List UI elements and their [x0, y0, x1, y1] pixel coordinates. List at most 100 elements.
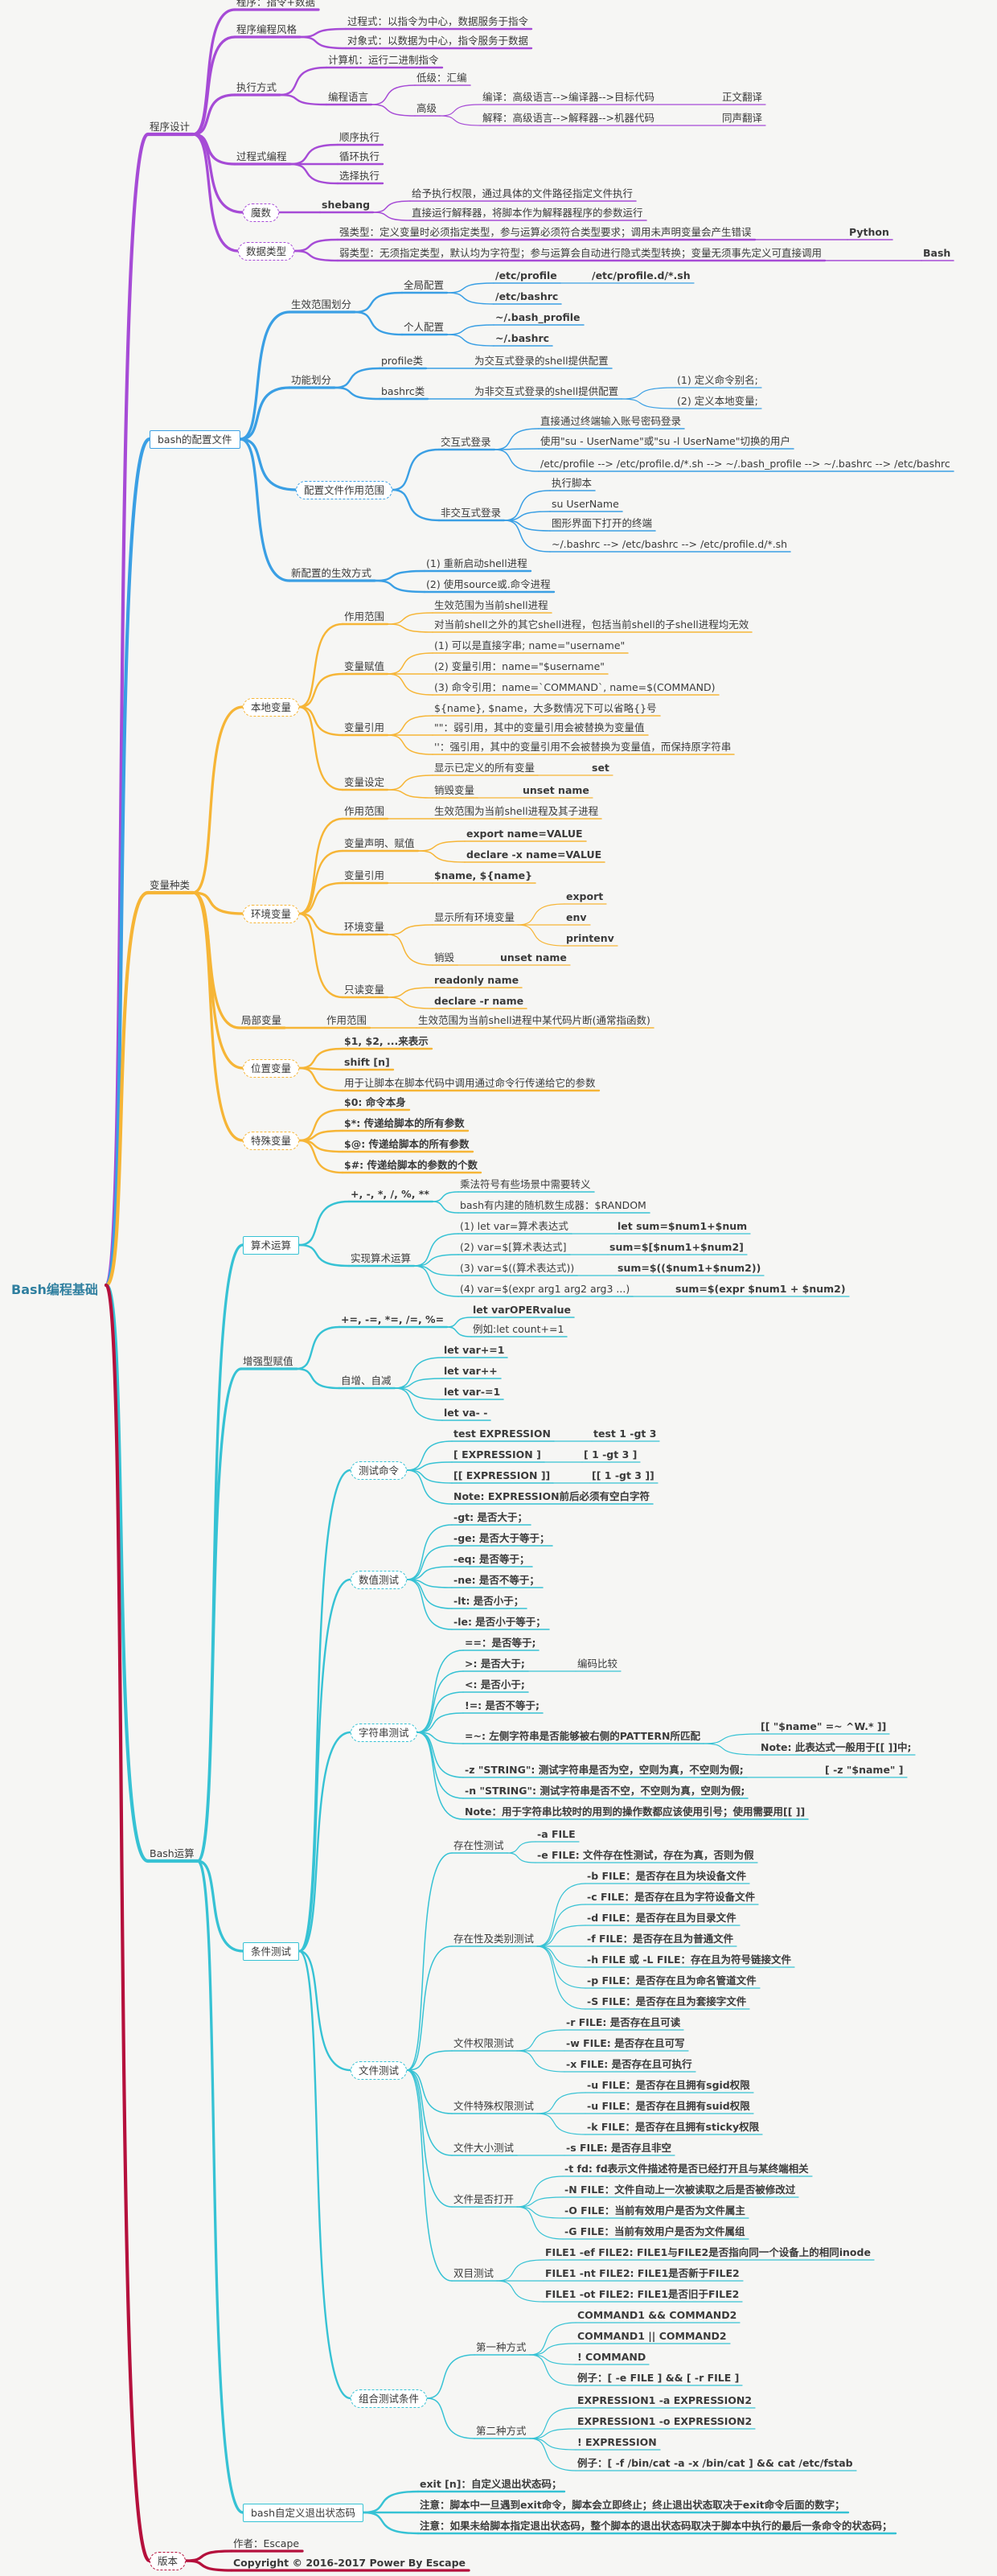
mindmap-node[interactable]: 过程式：以指令为中心，数据服务于指令 — [347, 15, 529, 27]
mindmap-node[interactable]: let sum=$num1+$num — [617, 1220, 748, 1232]
mindmap-node[interactable]: 交互式登录 — [441, 436, 491, 448]
mindmap-node[interactable]: (3) 命令引用：name=`COMMAND`, name=$(COMMAND) — [434, 681, 716, 693]
mindmap-node[interactable]: 增强型赋值 — [243, 1355, 293, 1367]
mindmap-node[interactable]: Bash — [923, 247, 951, 259]
mindmap-node[interactable]: let var-=1 — [444, 1386, 501, 1398]
root-node[interactable]: Bash编程基础 — [11, 1282, 98, 1297]
mindmap-node[interactable]: 对当前shell之外的其它shell进程，包括当前shell的子shell进程均… — [434, 618, 749, 631]
mindmap-node[interactable]: ~/.bashrc — [495, 332, 550, 344]
mindmap-node[interactable]: 魔数 — [243, 203, 280, 222]
mindmap-node[interactable]: 显示已定义的所有变量 — [434, 762, 535, 774]
mindmap-node[interactable]: ~/.bash_profile — [495, 311, 581, 323]
mindmap-node[interactable]: $#: 传递给脚本的参数的个数 — [344, 1159, 478, 1171]
mindmap-node[interactable]: -p FILE：是否存在且为命名管道文件 — [587, 1974, 757, 1986]
mindmap-node[interactable]: 文件特殊权限测试 — [453, 2100, 535, 2112]
mindmap-node[interactable]: [ -z "$name" ] — [825, 1764, 904, 1776]
mindmap-node[interactable]: 编译：高级语言-->编译器-->目标代码 — [482, 91, 654, 103]
mindmap-node[interactable]: shebang — [322, 199, 371, 211]
mindmap-node[interactable]: FILE1 -nt FILE2: FILE1是否新于FILE2 — [545, 2267, 740, 2279]
mindmap-node[interactable]: 执行方式 — [236, 81, 277, 93]
mindmap-node[interactable]: -N FILE：文件自动上一次被读取之后是否被修改过 — [564, 2184, 796, 2196]
mindmap-node[interactable]: FILE1 -ot FILE2: FILE1是否旧于FILE2 — [545, 2288, 740, 2300]
mindmap-node[interactable]: 变量引用 — [344, 869, 385, 881]
mindmap-node[interactable]: -gt: 是否大于； — [453, 1511, 527, 1523]
mindmap-node[interactable]: su UserName — [552, 498, 619, 510]
mindmap-node[interactable]: -G FILE：当前有效用户是否为文件属组 — [564, 2225, 745, 2237]
mindmap-node[interactable]: [[ EXPRESSION ]] — [453, 1469, 551, 1481]
mindmap-node[interactable]: -z "STRING": 测试字符串是否为空，空则为真，不空则为假; — [465, 1764, 744, 1776]
mindmap-node[interactable]: 第一种方式 — [476, 2341, 527, 2353]
mindmap-node[interactable]: (2) 定义本地变量; — [677, 395, 758, 407]
mindmap-node[interactable]: 作者：Escape — [233, 2537, 300, 2549]
mindmap-node[interactable]: Note：用于字符串比较时的用到的操作数都应该使用引号；使用需要用[[ ]] — [465, 1806, 806, 1818]
mindmap-node[interactable]: (2) 使用source或.命令进程 — [426, 578, 551, 590]
mindmap-node[interactable]: bash有内建的随机数生成器：$RANDOM — [460, 1199, 646, 1211]
mindmap-node[interactable]: 文件测试 — [351, 2060, 408, 2080]
mindmap-node[interactable]: 新配置的生效方式 — [291, 567, 372, 579]
mindmap-node[interactable]: 功能划分 — [291, 374, 332, 386]
mindmap-node[interactable]: Copyright © 2016-2017 Power By Escape — [233, 2557, 466, 2569]
mindmap-node[interactable]: 存在性及类别测试 — [453, 1933, 535, 1945]
mindmap-node[interactable]: 编码比较 — [577, 1658, 618, 1670]
mindmap-node[interactable]: 实现算术运算 — [351, 1252, 412, 1264]
mindmap-node[interactable]: EXPRESSION1 -a EXPRESSION2 — [577, 2394, 753, 2406]
mindmap-node[interactable]: 第二种方式 — [476, 2425, 527, 2437]
mindmap-node[interactable]: 循环执行 — [339, 150, 380, 162]
mindmap-node[interactable]: -b FILE：是否存在且为块设备文件 — [587, 1870, 747, 1882]
mindmap-node[interactable]: Python — [849, 226, 889, 238]
mindmap-node[interactable]: EXPRESSION1 -o EXPRESSION2 — [577, 2415, 753, 2427]
mindmap-node[interactable]: bashrc类 — [381, 385, 425, 397]
mindmap-node[interactable]: (2) var=$[算术表达式] — [460, 1241, 567, 1253]
mindmap-node[interactable]: [[ "$name" =~ ^W.* ]] — [761, 1720, 887, 1732]
mindmap-node[interactable]: sum=$[$num1+$num2] — [609, 1241, 744, 1253]
mindmap-node[interactable]: [ 1 -gt 3 ] — [584, 1448, 638, 1461]
mindmap-node[interactable]: 变量种类 — [150, 879, 191, 891]
mindmap-node[interactable]: 只读变量 — [344, 984, 385, 996]
mindmap-node[interactable]: unset name — [500, 951, 567, 963]
mindmap-node[interactable]: Note: EXPRESSION前后必须有空白字符 — [453, 1490, 650, 1502]
mindmap-node[interactable]: 本地变量 — [243, 697, 300, 717]
mindmap-node[interactable]: ''：强引用，其中的变量引用不会被替换为变量值，而保持原字符串 — [434, 741, 732, 753]
mindmap-node[interactable]: (1) 可以是直接字串; name="username" — [434, 639, 626, 651]
mindmap-node[interactable]: 给予执行权限，通过具体的文件路径指定文件执行 — [412, 187, 634, 199]
mindmap-node[interactable]: 例如:let count+=1 — [473, 1323, 564, 1335]
mindmap-node[interactable]: 位置变量 — [243, 1058, 300, 1078]
mindmap-node[interactable]: (1) 重新启动shell进程 — [426, 557, 527, 569]
mindmap-node[interactable]: 测试命令 — [351, 1461, 408, 1480]
mindmap-node[interactable]: 配置文件作用范围 — [296, 480, 393, 499]
mindmap-node[interactable]: let va- - — [444, 1407, 488, 1419]
mindmap-node[interactable]: 例子：[ -f /bin/cat -a -x /bin/cat ] && cat… — [577, 2457, 853, 2469]
mindmap-node[interactable]: -t fd: fd表示文件描述符是否已经打开且与某终端相关 — [564, 2163, 809, 2175]
mindmap-node[interactable]: -w FILE: 是否存在且可写 — [566, 2037, 685, 2049]
mindmap-node[interactable]: let var++ — [444, 1365, 498, 1377]
mindmap-node[interactable]: 弱类型：无须指定类型，默认均为字符型；参与运算会自动进行隐式类型转换；变量无须事… — [339, 247, 823, 259]
mindmap-node[interactable]: !=: 是否不等于; — [465, 1699, 540, 1711]
mindmap-node[interactable]: (1) 定义命令别名; — [677, 374, 758, 386]
mindmap-node[interactable]: [[ 1 -gt 3 ]] — [592, 1469, 654, 1481]
mindmap-node[interactable]: 为非交互式登录的shell提供配置 — [474, 385, 619, 397]
mindmap-node[interactable]: 为交互式登录的shell提供配置 — [474, 355, 609, 367]
mindmap-node[interactable]: $*: 传递给脚本的所有参数 — [344, 1117, 465, 1129]
mindmap-node[interactable]: 生效范围划分 — [291, 298, 352, 310]
mindmap-node[interactable]: -r FILE: 是否存在且可读 — [566, 2016, 681, 2028]
mindmap-node[interactable]: $name, ${name} — [434, 869, 532, 881]
mindmap-node[interactable]: ! EXPRESSION — [577, 2436, 657, 2448]
mindmap-node[interactable]: let var+=1 — [444, 1344, 505, 1356]
mindmap-node[interactable]: -lt: 是否小于； — [453, 1595, 524, 1607]
mindmap-node[interactable]: $@: 传递给脚本的所有参数 — [344, 1138, 470, 1150]
mindmap-node[interactable]: -n "STRING": 测试字符串是否不空，不空则为真，空则为假; — [465, 1785, 745, 1797]
mindmap-node[interactable]: profile类 — [381, 355, 423, 367]
mindmap-node[interactable]: /etc/profile — [495, 269, 557, 281]
mindmap-node[interactable]: 作用范围 — [344, 805, 385, 817]
mindmap-node[interactable]: bash的配置文件 — [150, 429, 240, 449]
mindmap-node[interactable]: 文件权限测试 — [453, 2037, 515, 2049]
mindmap-node[interactable]: 销毁 — [434, 951, 455, 963]
mindmap-node[interactable]: 组合测试条件 — [351, 2389, 428, 2408]
mindmap-node[interactable]: <: 是否小于; — [465, 1678, 525, 1691]
mindmap-node[interactable]: FILE1 -ef FILE2: FILE1与FILE2是否指向同一个设备上的相… — [545, 2246, 871, 2258]
mindmap-node[interactable]: unset name — [523, 784, 589, 796]
mindmap-node[interactable]: -x FILE: 是否存在且可执行 — [566, 2058, 692, 2070]
mindmap-node[interactable]: 变量赋值 — [344, 660, 385, 672]
mindmap-node[interactable]: 注意：如果未给脚本指定退出状态码，整个脚本的退出状态码取决于脚本中执行的最后一条… — [420, 2520, 892, 2532]
mindmap-node[interactable]: [ EXPRESSION ] — [453, 1448, 541, 1461]
